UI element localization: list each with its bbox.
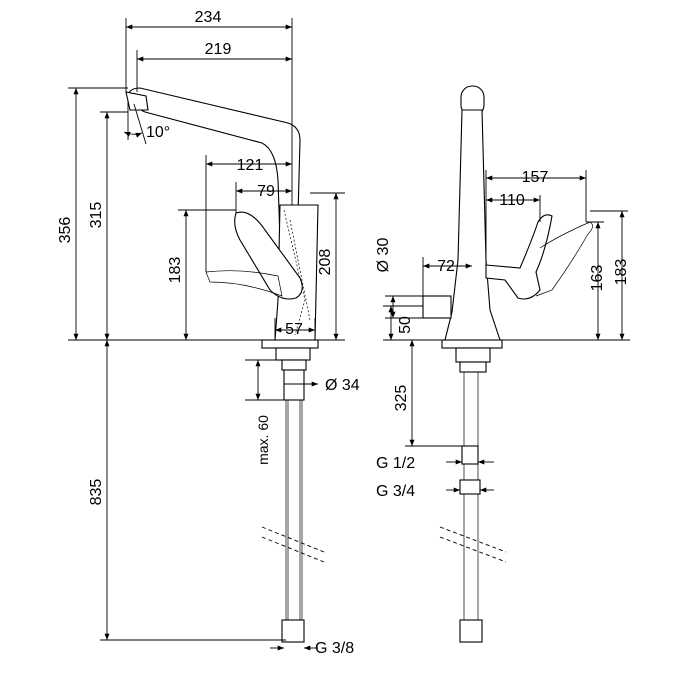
dim-dia30-label: Ø 30 xyxy=(375,238,392,273)
dim-110: 110 xyxy=(486,192,541,222)
dim-angle-label: 10° xyxy=(146,124,170,141)
dim-163-label: 163 xyxy=(589,265,606,292)
dim-g12-label: G 1/2 xyxy=(376,455,415,472)
dim-183-side-label: 183 xyxy=(167,257,184,284)
dim-183-side: 183 xyxy=(167,209,236,340)
dim-183-front: 183 xyxy=(590,210,630,340)
dim-g12: G 1/2 xyxy=(376,455,494,472)
dim-234-label: 234 xyxy=(195,9,222,26)
dim-325-label: 325 xyxy=(393,385,410,412)
dim-157: 157 xyxy=(485,169,587,265)
dim-183-front-label: 183 xyxy=(613,259,630,286)
dim-208-label: 208 xyxy=(317,249,334,276)
dim-79-label: 79 xyxy=(257,183,275,200)
dim-72: 72 xyxy=(422,257,472,296)
front-view: 157 110 Ø 30 72 50 xyxy=(375,85,630,643)
dim-g34: G 3/4 xyxy=(376,483,494,500)
dim-835: 835 xyxy=(88,340,286,641)
dim-157-label: 157 xyxy=(522,169,549,186)
dim-110-label: 110 xyxy=(499,192,525,209)
dim-219: 219 xyxy=(136,41,292,92)
dim-325: 325 xyxy=(393,340,462,447)
dim-219-label: 219 xyxy=(205,41,232,58)
dim-57-label: 57 xyxy=(285,321,303,338)
dim-g38: G 3/8 xyxy=(270,640,354,657)
dim-234: 234 xyxy=(125,9,293,205)
dim-g34-label: G 3/4 xyxy=(376,483,415,500)
dim-315-label: 315 xyxy=(88,202,105,229)
dim-835-label: 835 xyxy=(88,479,105,506)
dim-208: 208 xyxy=(310,192,345,340)
faucet-side-body xyxy=(125,87,325,643)
dim-356: 356 xyxy=(57,87,128,340)
dim-315: 315 xyxy=(88,111,128,340)
dim-79: 79 xyxy=(235,182,292,213)
dim-163: 163 xyxy=(586,221,606,340)
dim-max60-label: max. 60 xyxy=(255,415,271,465)
dim-dia34: Ø 34 xyxy=(284,377,360,394)
dim-121-label: 121 xyxy=(237,157,264,174)
side-view: 234 219 10° 121 79 xyxy=(57,9,360,657)
dim-356-label: 356 xyxy=(57,217,74,244)
dim-50-label: 50 xyxy=(397,316,414,334)
dim-72-label: 72 xyxy=(437,258,455,275)
dim-50: 50 xyxy=(383,305,423,340)
dim-57: 57 xyxy=(274,318,316,340)
dim-121: 121 xyxy=(205,155,292,272)
dim-angle: 10° xyxy=(123,100,170,145)
dim-max60: max. 60 xyxy=(245,359,284,465)
faucet-front-body xyxy=(422,85,593,643)
dim-dia34-label: Ø 34 xyxy=(325,377,360,394)
dim-g38-label: G 3/8 xyxy=(315,640,354,657)
